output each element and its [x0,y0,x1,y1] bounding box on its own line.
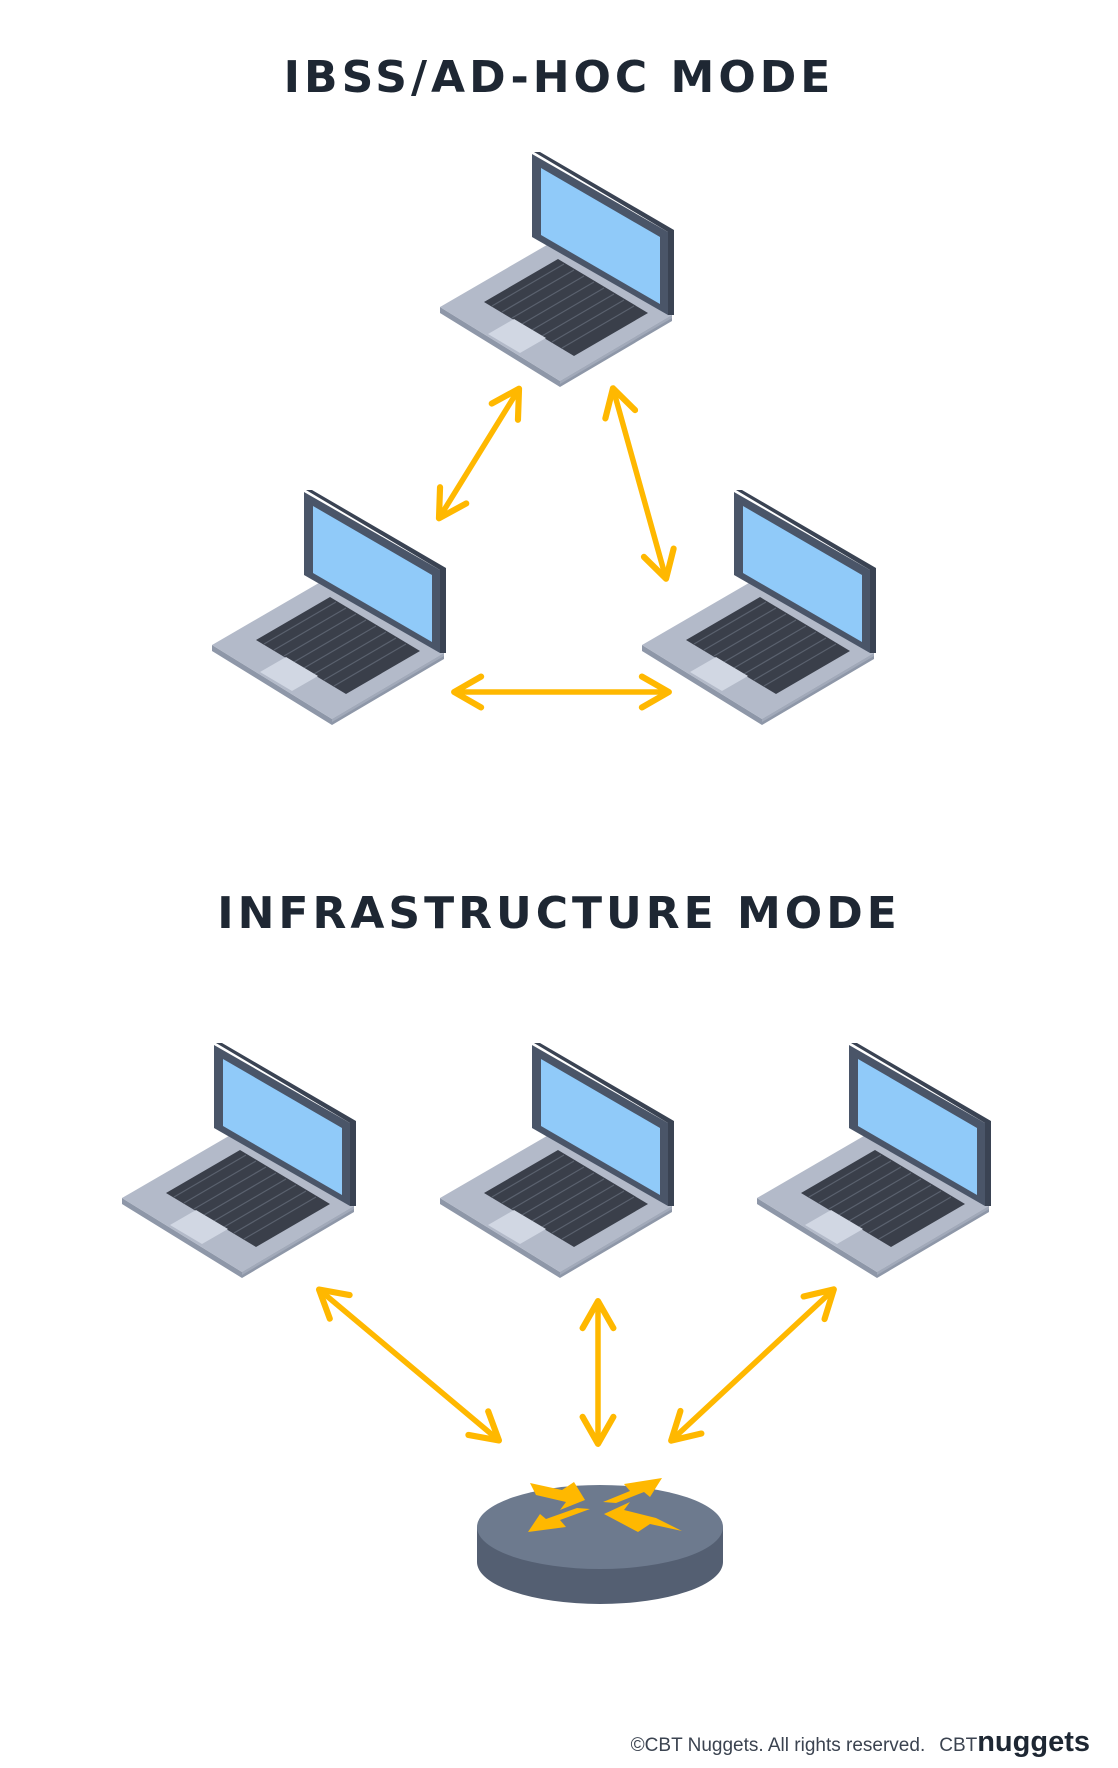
adhoc-laptop-left [211,489,447,726]
brand-name: nuggets [977,1726,1090,1758]
laptop-icon [211,489,447,726]
infra-laptop-middle [439,1042,675,1279]
footer: ©CBT Nuggets. All rights reserved. CBT n… [631,1726,1090,1759]
double-arrow-icon [315,1286,503,1444]
double-arrow-icon [668,1286,837,1444]
laptop-icon [439,1042,675,1279]
adhoc-laptop-top [439,151,675,388]
double-arrow-icon [435,385,523,522]
infrastructure-mode-title: INFRASTRUCTURE MODE [217,888,901,939]
brand-logo: CBT nuggets [939,1726,1090,1759]
copyright-text: ©CBT Nuggets. All rights reserved. [630,1735,926,1756]
infra-laptop-right [756,1042,992,1279]
infra-laptop-left [121,1042,357,1279]
brand-prefix: CBT [939,1735,978,1756]
laptop-icon [439,151,675,388]
adhoc-laptop-right [641,489,877,726]
adhoc-mode-title: IBSS/AD-HOC MODE [283,52,835,103]
double-arrow-icon [602,385,677,582]
laptop-icon [121,1042,357,1279]
laptop-icon [756,1042,992,1279]
router-icon [477,1478,723,1604]
laptop-icon [641,489,877,726]
